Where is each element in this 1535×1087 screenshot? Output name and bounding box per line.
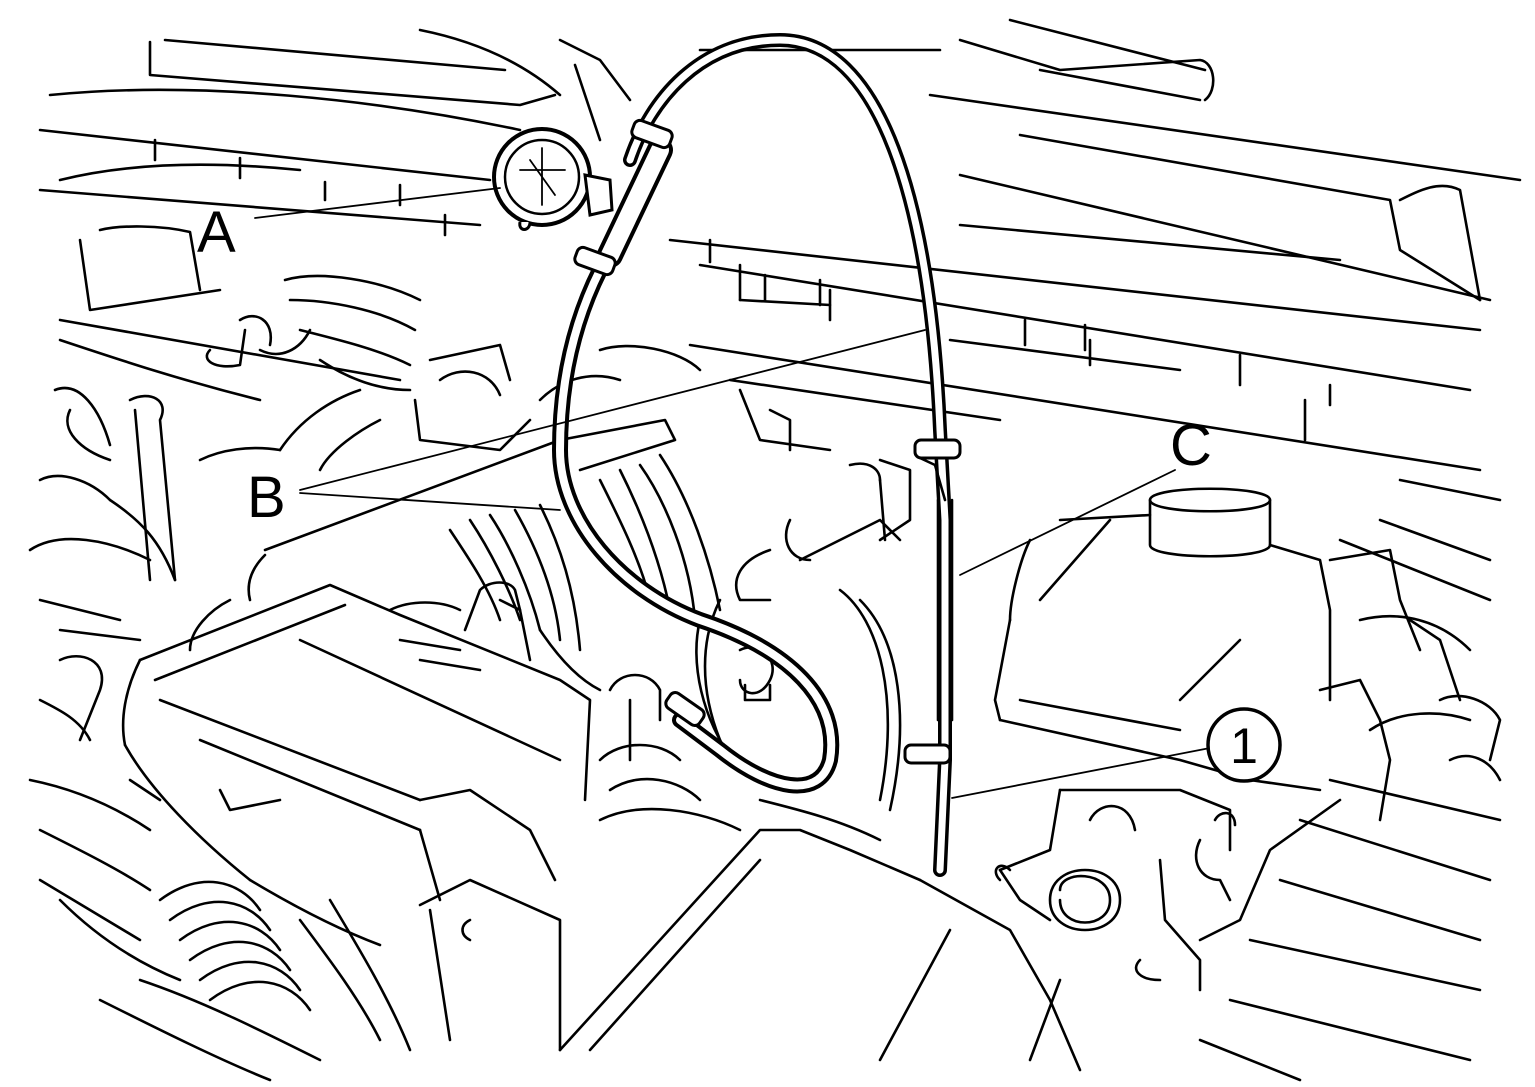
lower-hose-corrugations — [98, 880, 412, 1082]
engine-components-right — [1198, 478, 1502, 1082]
air-cleaner-box — [28, 581, 592, 982]
leader-lines — [254, 187, 1211, 799]
vacuum-hose — [551, 32, 952, 877]
mounting-bracket — [418, 828, 1082, 1072]
hood-dash-marks — [153, 138, 1332, 442]
callout-c: C — [1170, 413, 1212, 478]
callout-labels: A B C 1 — [197, 200, 1282, 783]
hood-panel-lines — [38, 18, 1522, 472]
callout-1-circle — [1206, 707, 1282, 783]
intake-ribs — [448, 453, 722, 692]
vacuum-gauge — [492, 127, 614, 231]
master-cylinder-reservoir — [993, 487, 1342, 992]
callout-a: A — [197, 200, 236, 265]
hose-clamps — [573, 118, 962, 765]
callout-1: 1 — [1230, 718, 1258, 774]
callout-b: B — [247, 465, 286, 530]
